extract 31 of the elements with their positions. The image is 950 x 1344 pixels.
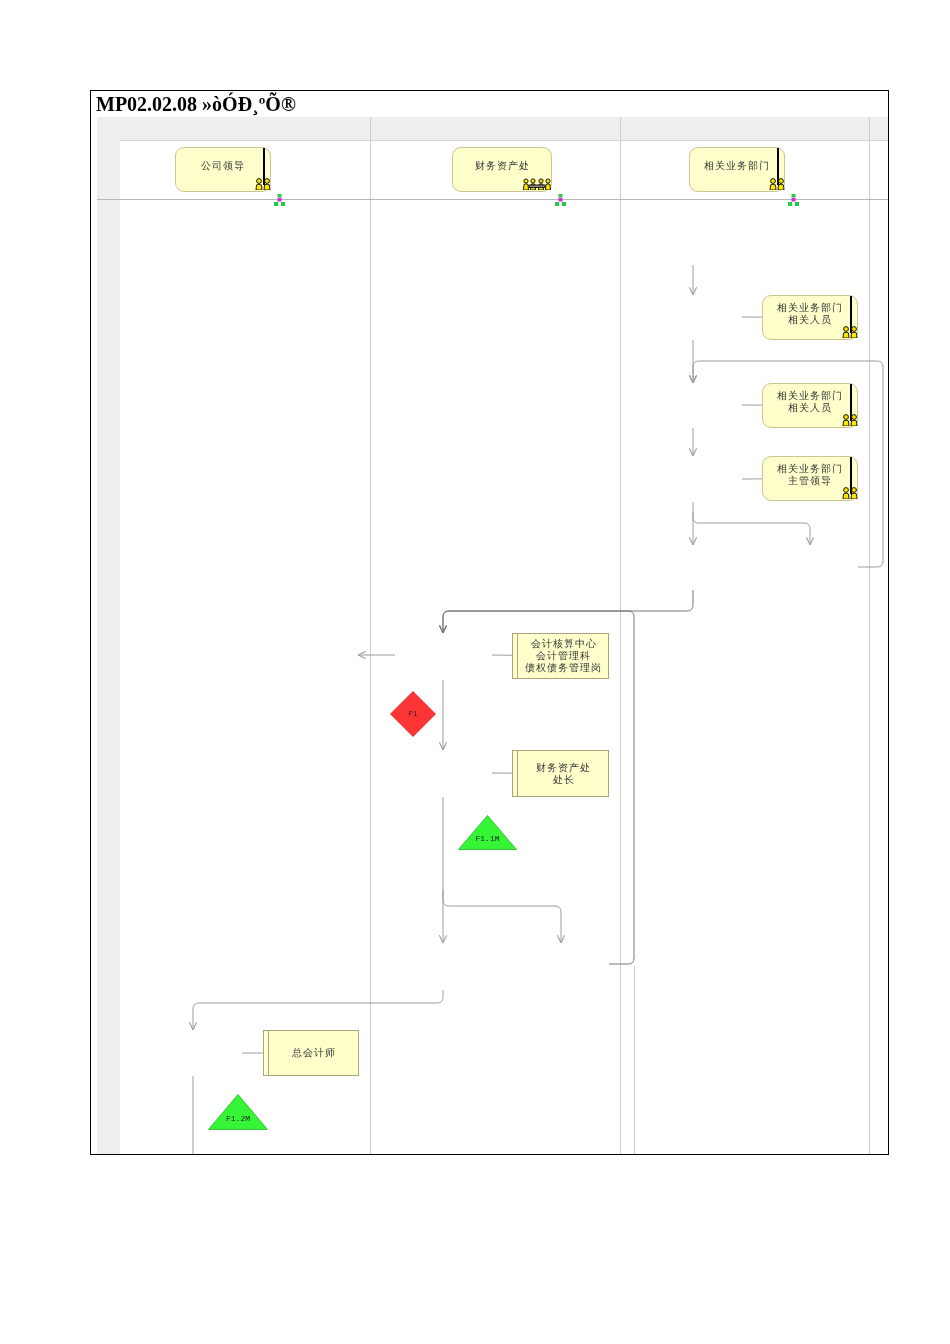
role-box [689,147,785,192]
connector-line [741,478,763,480]
decision-diamond [390,691,436,737]
marker-label: F1.2M [226,1114,250,1124]
position-box [512,750,609,797]
role-box [175,147,271,192]
role-label: 财务资产处 [474,159,530,172]
connector-line [741,316,763,318]
position-box [512,633,609,679]
triangle-marker [458,815,517,850]
role-box [762,295,858,340]
position-box [263,1030,359,1076]
role-label: 相关业务部门 [704,159,770,172]
position-label: 财务资产处处长 [536,761,591,786]
position-label: 会计核算中心会计管理科债权债务管理岗 [525,638,602,674]
marker-label: F1.1M [475,834,500,844]
connector-line [491,654,513,656]
connector-line [491,772,513,774]
role-box [762,383,858,428]
decision-label: F1 [408,709,418,719]
role-label: 相关业务部门相关人员 [777,389,843,414]
connector-line [241,1052,264,1054]
role-label: 相关业务部门相关人员 [777,301,843,326]
triangle-marker [208,1094,268,1130]
connector-line [741,404,763,406]
diagram-title: MP02.02.08 »òÓÐ¸ºÕ® [96,92,296,116]
position-label: 总会计师 [292,1047,336,1059]
role-box [762,456,858,501]
role-label: 公司领导 [201,159,245,172]
role-box [452,147,552,192]
role-label: 相关业务部门主管领导 [777,462,843,487]
